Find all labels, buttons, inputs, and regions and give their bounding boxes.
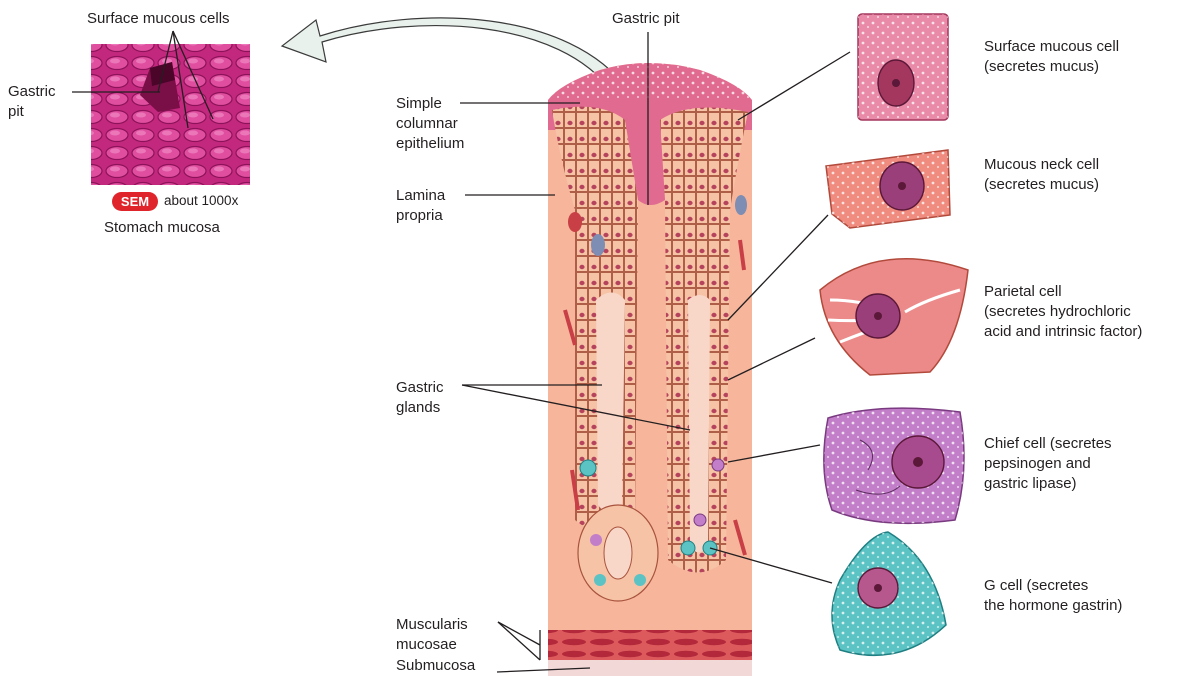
gastric-glands-label: Gastric glands	[396, 378, 444, 418]
magnification-label: about 1000x	[164, 191, 238, 211]
g-cell-label: G cell (secretes the hormone gastrin)	[984, 576, 1122, 616]
chief-cell-illustration	[824, 408, 964, 523]
submucosa-label: Submucosa	[396, 656, 475, 676]
surface-mucous-cells-label: Surface mucous cells	[87, 9, 230, 29]
surface-mucous-cell-label: Surface mucous cell (secretes mucus)	[984, 37, 1119, 77]
mucous-neck-cell-illustration	[826, 150, 950, 228]
parietal-cell-label: Parietal cell (secretes hydrochloric aci…	[984, 282, 1142, 342]
mucosa-block	[548, 63, 752, 630]
lamina-propria-label: Lamina propria	[396, 186, 445, 226]
muscularis-mucosae-label: Muscularis mucosae	[396, 615, 468, 655]
chief-cell-label: Chief cell (secretes pepsinogen and gast…	[984, 434, 1112, 494]
micrograph-caption: Stomach mucosa	[104, 218, 220, 238]
muscularis-layer	[548, 630, 752, 660]
mucous-neck-cell-label: Mucous neck cell (secretes mucus)	[984, 155, 1099, 195]
sem-micrograph	[91, 44, 250, 185]
gastric-pit-label: Gastric pit	[612, 9, 680, 29]
micrograph-gastric-pit-label: Gastric pit	[8, 82, 56, 122]
surface-mucous-cell-illustration	[858, 14, 948, 120]
sem-badge: SEM	[112, 192, 158, 211]
epithelium-label: Simple columnar epithelium	[396, 94, 464, 154]
g-cell-illustration	[832, 532, 946, 655]
parietal-cell-illustration	[820, 259, 968, 375]
